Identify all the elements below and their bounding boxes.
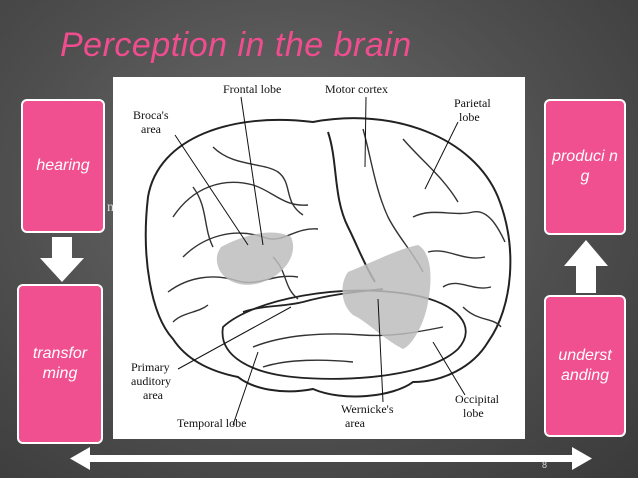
transforming-box: transfor ming xyxy=(17,284,103,444)
frontal-lobe-label: Frontal lobe xyxy=(223,82,281,96)
parietal-lobe-label-line1: Parietal xyxy=(454,96,491,110)
primary-auditory-label-line2: auditory xyxy=(131,374,171,388)
stray-glyph: n xyxy=(107,200,114,215)
temporal-lobe-label: Temporal lobe xyxy=(177,416,246,430)
hearing-box: hearing xyxy=(21,99,105,233)
double-arrow xyxy=(70,447,592,470)
producing-box: produci ng xyxy=(544,99,626,235)
slide-title: Perception in the brain xyxy=(60,26,412,64)
brocas-area-label-line1: Broca's xyxy=(133,108,169,122)
primary-auditory-label-line3: area xyxy=(143,388,164,402)
motor-cortex-label: Motor cortex xyxy=(325,82,388,96)
brocas-area-label-line2: area xyxy=(141,122,162,136)
occipital-lobe-label-line1: Occipital xyxy=(455,392,500,406)
brain-diagram: Frontal lobe Motor cortex Broca's area P… xyxy=(113,77,525,439)
up-arrow xyxy=(564,240,608,293)
wernickes-area-shade xyxy=(342,245,431,349)
understanding-box: underst anding xyxy=(544,295,626,437)
parietal-lobe-label-line2: lobe xyxy=(459,110,480,124)
brocas-area-shade xyxy=(216,232,294,285)
primary-auditory-label-line1: Primary xyxy=(131,360,170,374)
down-arrow xyxy=(40,237,84,282)
slide-number: 8 xyxy=(542,460,548,470)
wernickes-area-label-line1: Wernicke's xyxy=(341,402,394,416)
occipital-lobe-label-line2: lobe xyxy=(463,406,484,420)
wernickes-area-label-line2: area xyxy=(345,416,366,430)
